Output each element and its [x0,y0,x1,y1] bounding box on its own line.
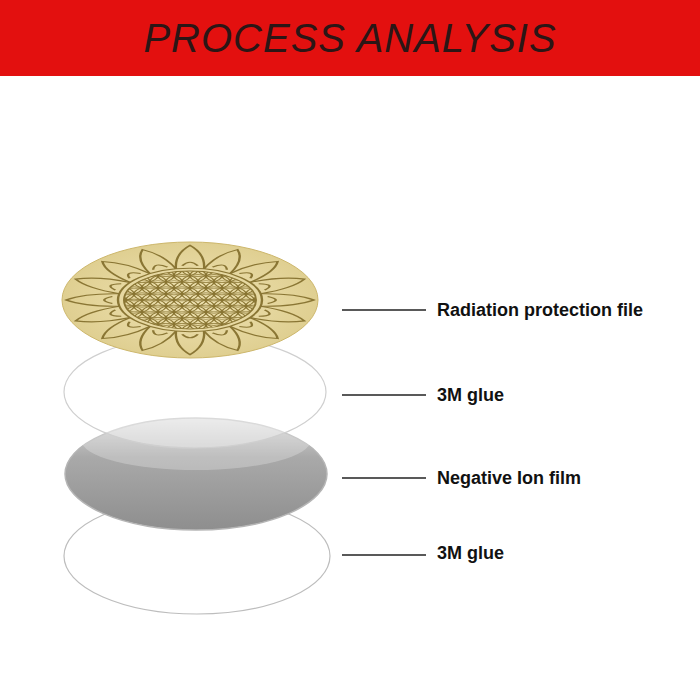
pattern-circle [214,323,246,337]
lotus-petal [259,284,270,290]
pattern-circle [230,311,262,325]
pattern-circle [238,305,270,319]
pattern-circle [150,323,182,337]
layer-label: 3M glue [437,543,504,564]
pattern-circle [254,293,286,307]
leader-line [342,309,426,310]
lotus-petal [213,330,227,335]
lotus-petal [140,326,176,350]
pattern-circle [134,323,166,337]
lotus-petal [110,310,121,316]
lotus-petal [75,278,130,294]
lotus-petal [104,297,112,304]
lotus-petal [204,326,240,350]
leader-line [342,554,426,555]
radiation-sticker [62,242,318,358]
pattern-ring [124,271,256,329]
pattern-circle [222,317,254,331]
leader-line [342,477,426,478]
layer-label: 3M glue [437,385,504,406]
lotus-petal [176,331,204,354]
pattern-circle [126,317,158,331]
lotus-petal [176,245,204,268]
pattern-circle [214,262,246,276]
lotus-petal [213,265,227,270]
pattern-circle [246,287,278,301]
pattern-circle [110,305,142,319]
lotus-petal [153,265,167,270]
lotus-petal [66,294,119,306]
title-banner [0,0,700,76]
lotus-petal [259,310,270,316]
pattern-circle [102,299,134,313]
pattern-circle [166,323,198,337]
lotus-petal [75,306,130,322]
flower-of-life-pattern [66,245,314,354]
pattern-circle [134,262,166,276]
pattern-circle [118,311,150,325]
layer-label: Radiation protection file [437,300,643,321]
pattern-circle [246,299,278,313]
lotus-petal [153,330,167,335]
lotus-petal [140,250,176,274]
lotus-petal [182,334,198,338]
pattern-circle [182,323,214,337]
lotus-petal [261,294,314,306]
pattern-ring [118,268,262,331]
pattern-circle [198,323,230,337]
lotus-petal [182,262,198,266]
pattern-circle [110,281,142,295]
leader-line [342,394,426,395]
pattern-circle [94,293,126,307]
lotus-petal [250,278,305,294]
pattern-circle [102,287,134,301]
title: PROCESS ANALYSIS [143,16,556,61]
lotus-petal [204,250,240,274]
lotus-petal [110,284,121,290]
lotus-petal [268,297,276,304]
pattern-circle [238,281,270,295]
lotus-petal [250,306,305,322]
layer-label: Negative Ion film [437,468,581,489]
